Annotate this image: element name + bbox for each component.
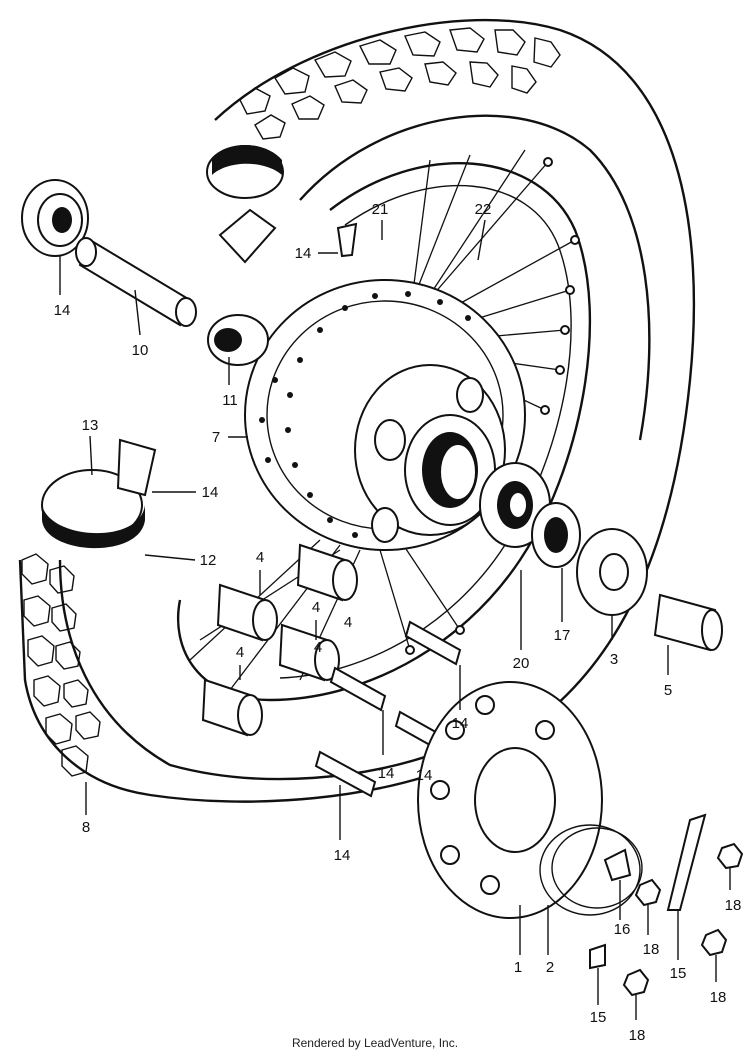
- seal-17: [531, 502, 581, 568]
- callout-15b: 15: [590, 1009, 607, 1026]
- callout-2: 2: [546, 959, 554, 976]
- callout-15a: 15: [670, 965, 687, 982]
- tab-washers-15: [589, 813, 707, 970]
- callout-14b: 14: [378, 765, 395, 782]
- retainer-3: [576, 528, 648, 616]
- valve-cap-13: [336, 222, 358, 258]
- sprocket-1: [417, 681, 603, 919]
- callout-16: 16: [614, 921, 631, 938]
- callout-12: 14: [202, 484, 219, 501]
- callout-8: 11: [222, 392, 238, 409]
- callout-21: 21: [372, 201, 389, 218]
- disc-holes: [259, 291, 471, 538]
- callout-14a: 14: [452, 715, 469, 732]
- callout-18d: 18: [629, 1027, 646, 1044]
- leader-lines: [59, 219, 731, 1020]
- rendered-by-credit: Rendered by LeadVenture, Inc.: [291, 1036, 459, 1050]
- callout-17: 17: [554, 627, 571, 644]
- callout-18c: 18: [710, 989, 727, 1006]
- callout-4e: 4: [314, 639, 322, 656]
- tire-tread-top: [239, 27, 561, 140]
- tire: [18, 18, 696, 803]
- callout-20: 20: [513, 655, 530, 672]
- circlip-2: [539, 824, 643, 916]
- callout-7: 10: [132, 342, 149, 359]
- callout-10: 8: [82, 819, 90, 836]
- callout-4a: 4: [256, 549, 264, 566]
- callout-22: 22: [475, 201, 492, 218]
- callouts: 14 10 11 14 21 22 7 13 14 12 8 4 4 4 4 4…: [54, 201, 742, 1044]
- callout-3: 3: [610, 651, 618, 668]
- callout-4c: 4: [236, 644, 244, 661]
- spacer-7: [75, 237, 197, 327]
- callout-4d: 4: [344, 614, 352, 631]
- callout-18b: 18: [643, 941, 660, 958]
- callout-1: 1: [514, 959, 522, 976]
- tire-tread-bottom: [21, 553, 101, 777]
- callout-14c: 14: [416, 767, 433, 784]
- collar-5: [653, 593, 723, 652]
- callout-11: 13: [82, 417, 99, 434]
- lock-plate-16: [603, 848, 632, 882]
- callout-19: 14: [54, 302, 71, 319]
- callout-4b: 4: [312, 599, 320, 616]
- spoke-nipples: [405, 157, 580, 655]
- bearing-19: [21, 179, 89, 257]
- dampers-4: [201, 543, 358, 737]
- callout-9: 12: [200, 552, 217, 569]
- callout-13: 14: [295, 245, 312, 262]
- nuts-18: [622, 842, 744, 997]
- tube-section-top: [206, 145, 284, 264]
- callout-14d: 14: [334, 847, 351, 864]
- collar-8: [207, 314, 269, 366]
- tube-section-left: [41, 438, 157, 549]
- callout-6: 7: [212, 429, 220, 446]
- callout-5: 5: [664, 682, 672, 699]
- callout-18a: 18: [725, 897, 742, 914]
- hub: [244, 279, 526, 551]
